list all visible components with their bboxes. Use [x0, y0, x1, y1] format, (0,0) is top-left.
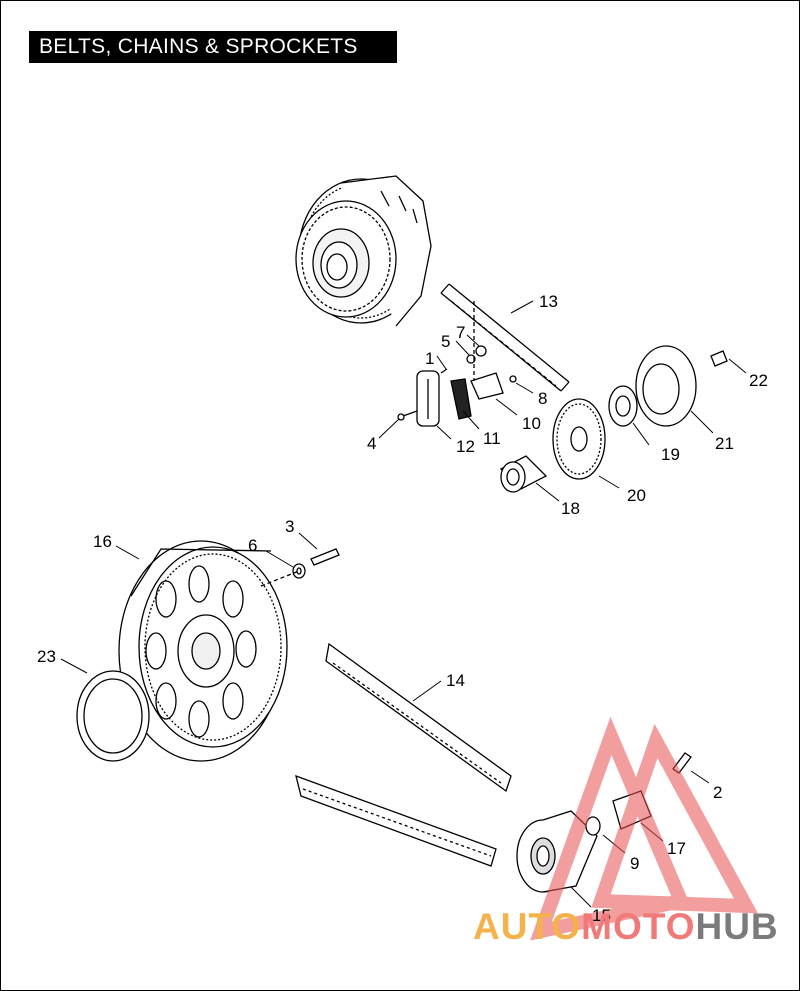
callout-19: 19 [661, 445, 680, 464]
drive-belt [295, 642, 512, 867]
callout-16: 16 [93, 532, 112, 551]
callout-15: 15 [592, 906, 611, 925]
callout-17: 17 [667, 839, 686, 858]
callout-6: 6 [248, 536, 257, 555]
clutch-basket [295, 175, 432, 327]
watermark-part-hub: HUB [695, 906, 779, 947]
callout-8: 8 [538, 389, 547, 408]
callout-18: 18 [561, 499, 580, 518]
primary-chain [440, 283, 570, 392]
engine-sprocket [552, 398, 606, 480]
compensator-cover [608, 345, 728, 427]
callout-13: 13 [539, 292, 558, 311]
callout-10: 10 [522, 414, 541, 433]
callout-4: 4 [367, 434, 376, 453]
pulley-bolt-washer [260, 548, 340, 587]
chain-tensioner [397, 301, 517, 427]
watermark-logo: AUTOMOTOHUB [473, 906, 779, 948]
watermark-logo-graphic [530, 716, 759, 941]
callout-leaders [60, 300, 747, 908]
callout-21: 21 [715, 434, 734, 453]
watermark-part-moto: MOTO [581, 906, 696, 947]
callout-2: 2 [713, 783, 722, 802]
callout-22: 22 [749, 371, 768, 390]
callout-23: 23 [37, 647, 56, 666]
callout-7: 7 [456, 323, 465, 342]
rear-pulley [118, 540, 288, 762]
callout-5: 5 [441, 332, 450, 351]
callout-14: 14 [446, 671, 465, 690]
callout-20: 20 [627, 486, 646, 505]
spacer-ring [76, 670, 150, 762]
watermark-part-auto: AUTO [473, 906, 582, 947]
sprocket-shaft-nut [499, 455, 548, 493]
callout-11: 11 [483, 429, 501, 448]
callout-9: 9 [630, 854, 639, 873]
page-title: BELTS, CHAINS & SPROCKETS [29, 31, 397, 63]
callout-1: 1 [425, 349, 434, 368]
callout-3: 3 [285, 517, 294, 536]
callout-12: 12 [456, 437, 475, 456]
